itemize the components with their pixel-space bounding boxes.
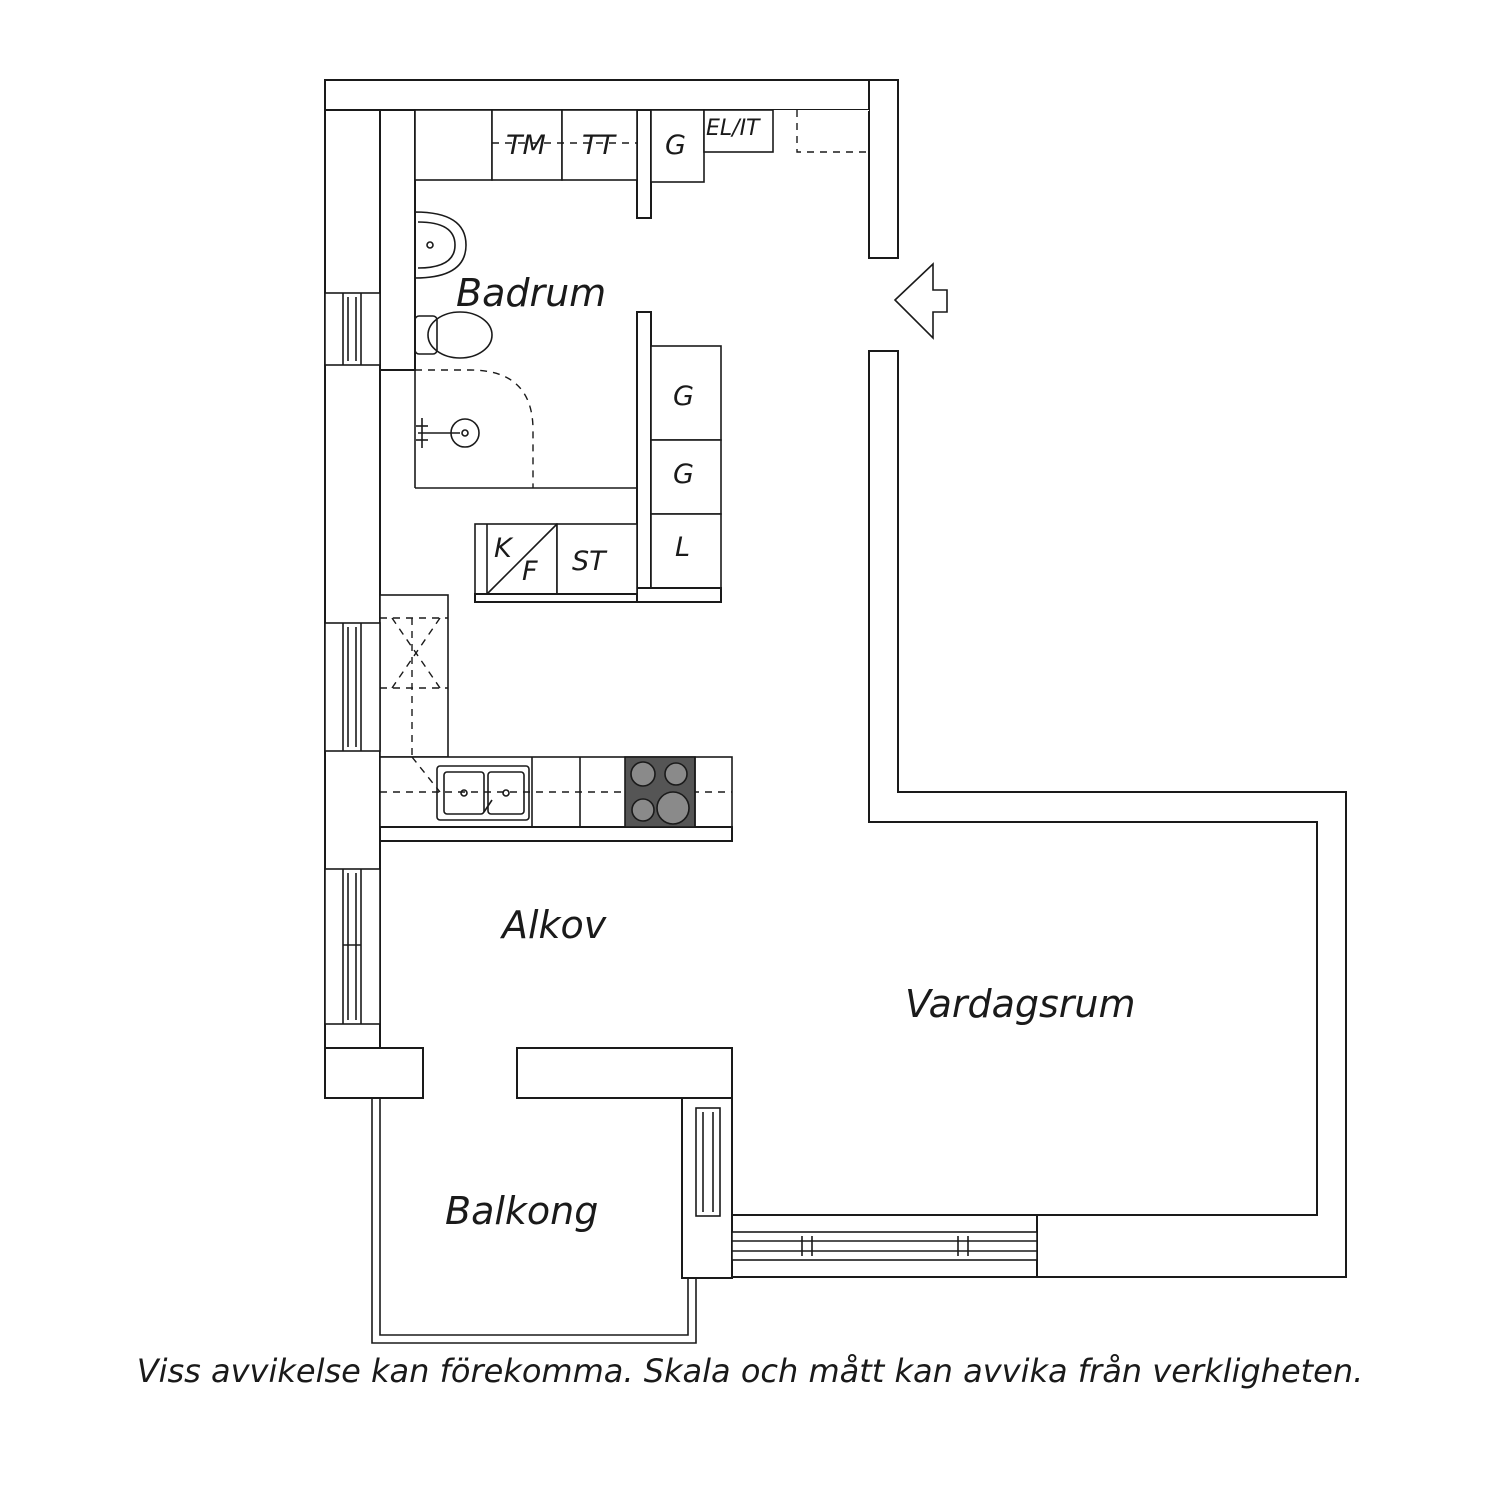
wardrobe-base [636,587,722,603]
shower-curtain [415,369,534,488]
wardrobe-g-1 [650,345,722,441]
wall-alkov-right-stub [516,1047,733,1099]
storage-cabinet [556,523,638,595]
room-label-badrum: Badrum [456,271,606,315]
window-living-bottom [731,1231,1038,1261]
label-g-1: G [673,381,694,412]
washing-machine [491,109,563,181]
window-alkov [324,868,381,1025]
kitchen-counter-left [379,594,449,758]
electrical-it-cabinet [703,109,774,153]
kitchen-top-base [474,593,638,603]
kitchen-counter-base [379,826,733,842]
label-tt: TT [582,130,617,161]
burner-3 [631,798,655,822]
wall-alkov-left-stub [324,1047,424,1099]
bath-cabinet [414,109,493,181]
wall-top [324,79,899,111]
toilet-bowl [427,311,493,359]
label-tm: TM [506,130,546,161]
burner-1 [630,761,656,787]
bath-sink [414,211,467,279]
burner-4 [656,791,690,825]
label-l: L [675,532,690,563]
room-label-balkong: Balkong [445,1189,598,1233]
window-kitchen [324,622,381,752]
label-el-it: EL/IT [706,116,761,141]
burner-2 [664,762,688,786]
bath-wall-mid-upper [636,109,652,219]
room-label-alkov: Alkov [499,903,607,947]
wall-entry-lower [868,350,1347,1278]
balcony-door [695,1107,721,1217]
dryer [561,109,638,181]
window-bath [324,292,381,366]
label-st: ST [572,546,608,577]
closet-g-top [650,109,705,183]
bath-wall-left [379,109,416,371]
kitchen-sink [436,765,530,821]
room-label-vardagsrum: Vardagsrum [905,982,1136,1026]
disclaimer-text: Viss avvikelse kan förekomma. Skala och … [136,1352,1364,1390]
bath-wall-mid-lower [636,311,652,603]
toilet-tank [414,315,438,355]
label-f: F [522,556,538,587]
label-g-top: G [665,130,686,161]
entrance-arrow-icon [893,262,948,340]
wardrobe-l [650,513,722,589]
balcony-outline [371,1098,697,1344]
label-g-2: G [673,459,694,490]
wall-entry-upper [868,79,899,259]
fridge-freezer [474,523,558,595]
label-k: K [494,533,514,564]
